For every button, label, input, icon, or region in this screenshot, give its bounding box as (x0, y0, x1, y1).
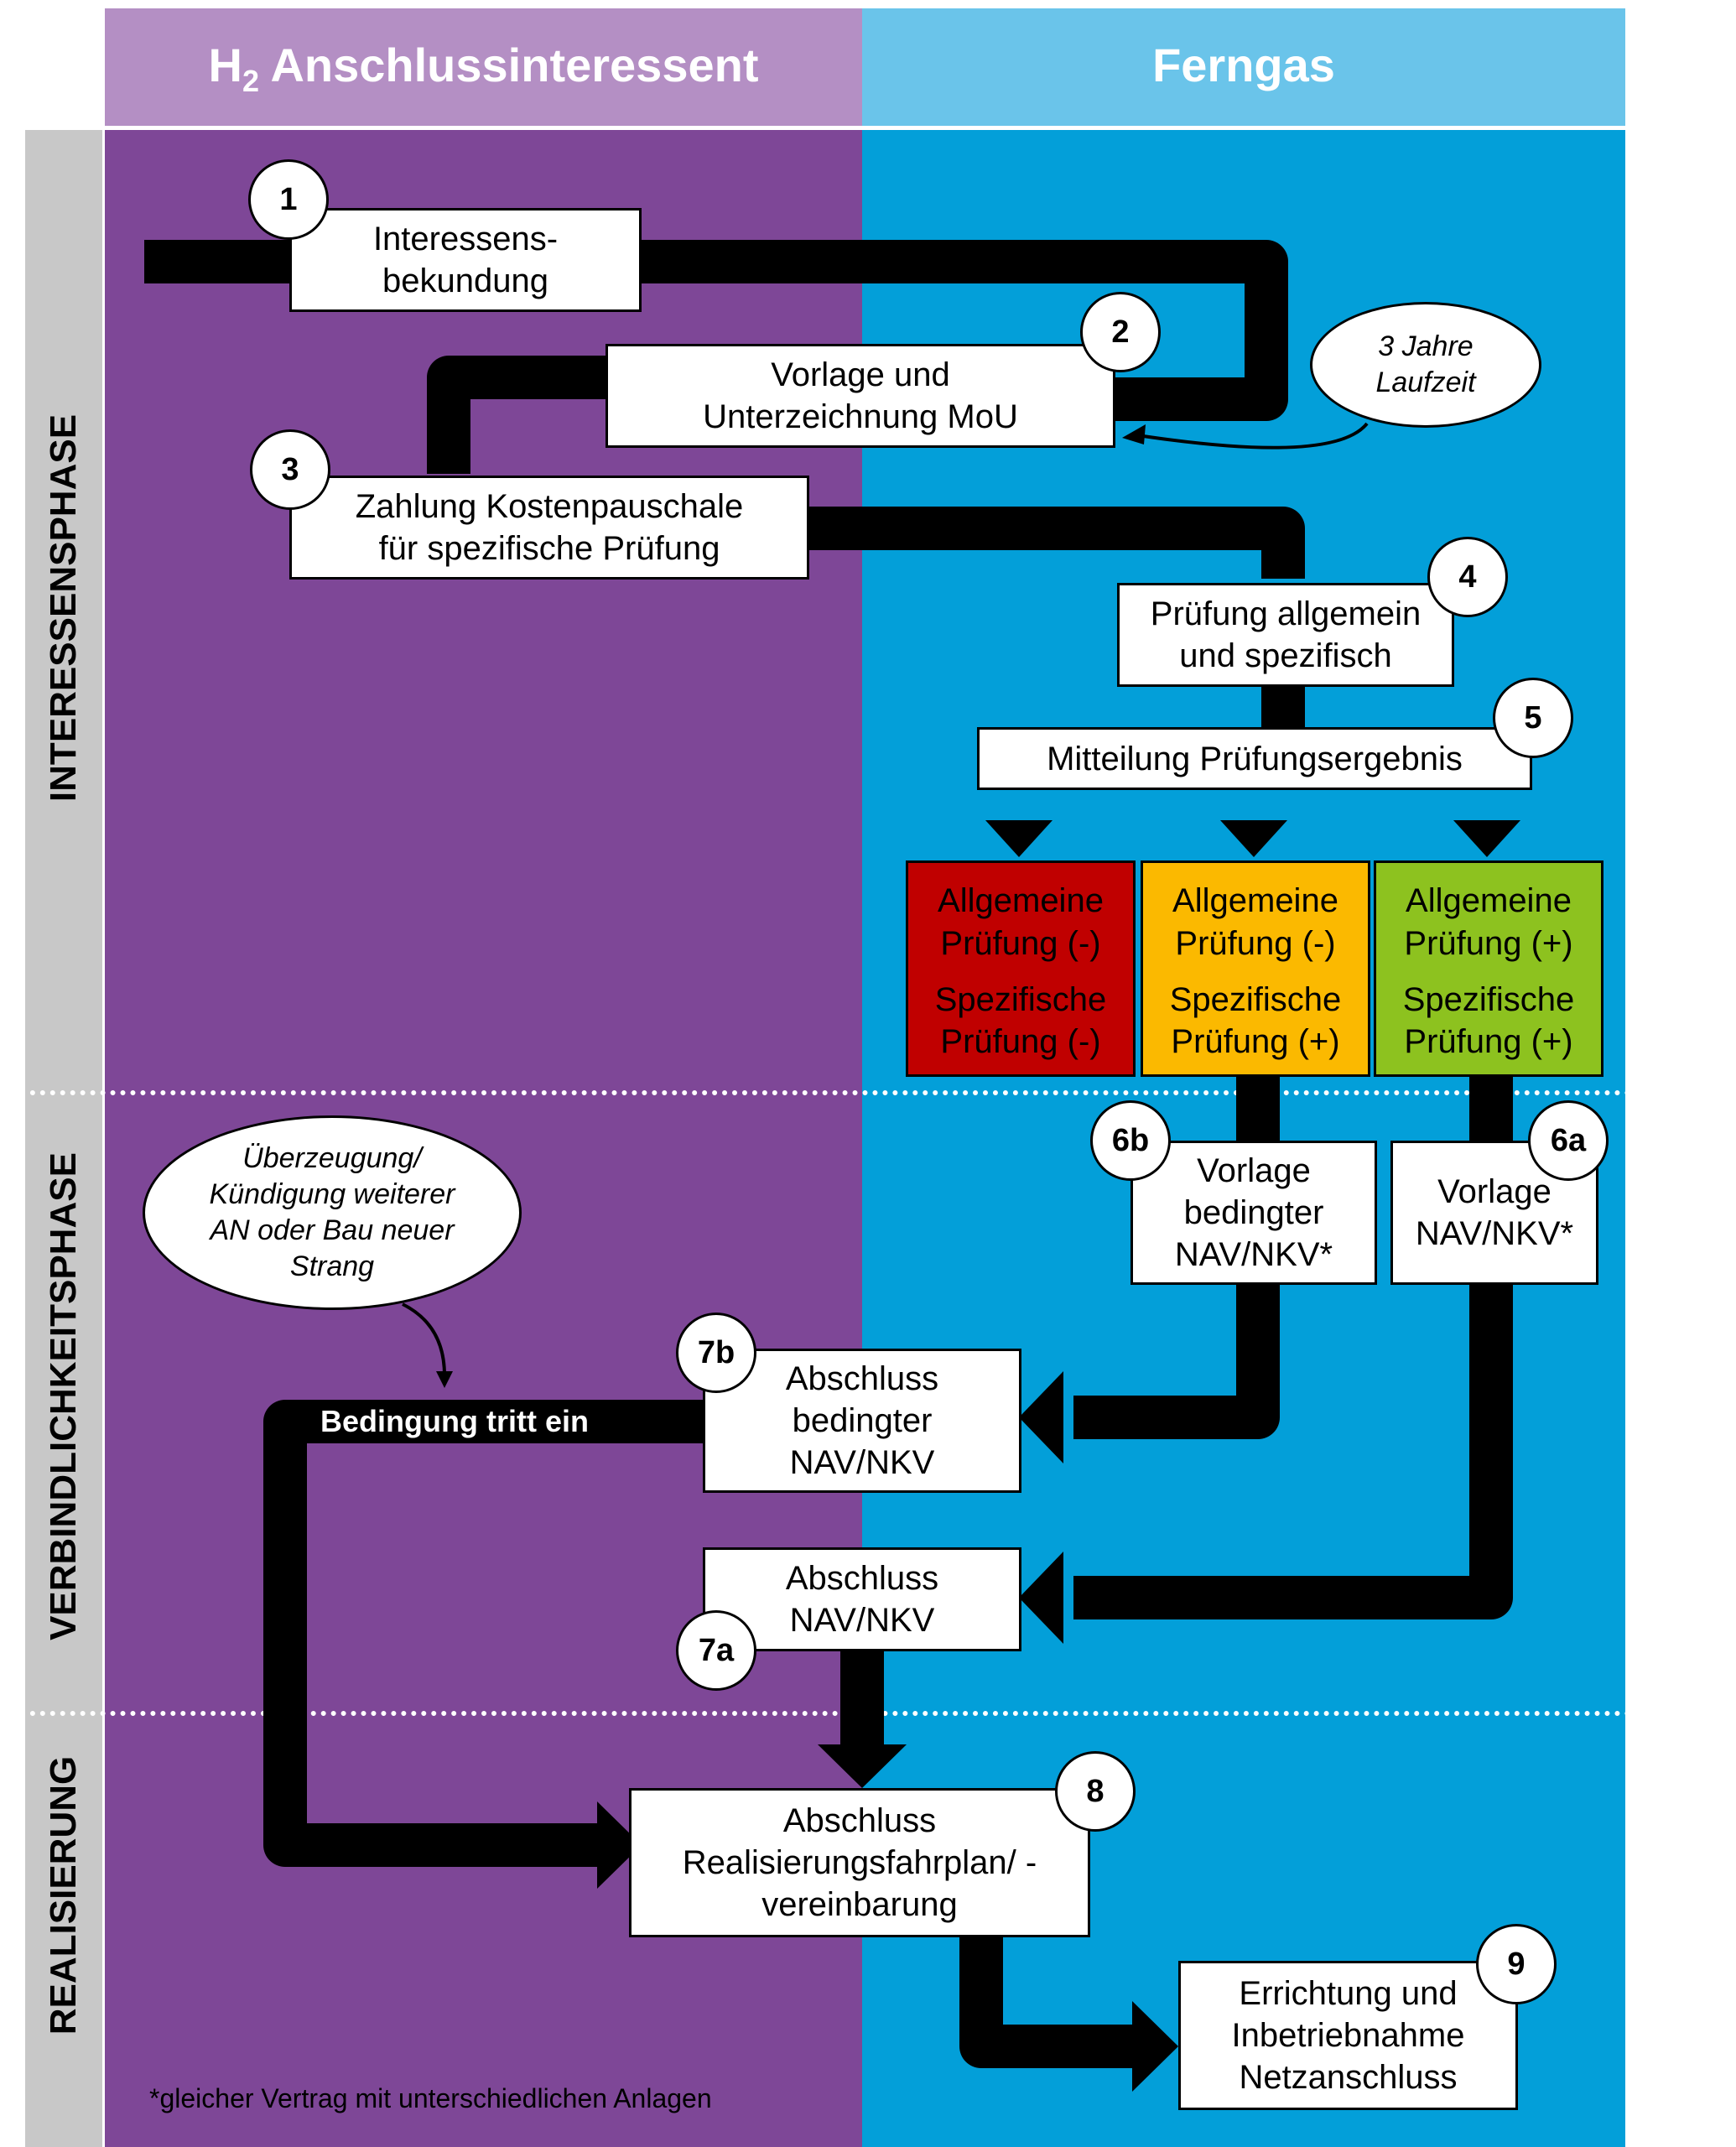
badge-8: 8 (1055, 1751, 1136, 1832)
result-green-line2: Prüfung (+) (1404, 924, 1573, 962)
result-green-line3: Spezifische (1402, 980, 1575, 1018)
result-yellow-line4: Prüfung (+) (1171, 1023, 1340, 1061)
ellipse-laufzeit: 3 Jahre Laufzeit (1310, 302, 1541, 428)
step-6b-box: Vorlage bedingter NAV/NKV* (1130, 1141, 1377, 1285)
badge-4: 4 (1427, 537, 1508, 617)
step-7b-box: Abschluss bedingter NAV/NKV (703, 1349, 1021, 1493)
condition-label: Bedingung tritt ein (320, 1404, 589, 1438)
ellipse-ueberzeugung: Überzeugung/ Kündigung weiterer AN oder … (143, 1115, 522, 1310)
step-8-box: Abschluss Realisierungsfahrplan/ - verei… (629, 1788, 1090, 1937)
badge-6a: 6a (1528, 1100, 1609, 1181)
badge-7a: 7a (676, 1610, 756, 1691)
result-red-line3: Spezifische (934, 980, 1107, 1018)
result-green-line1: Allgemeine (1406, 882, 1572, 919)
result-green: Allgemeine Prüfung (+) Spezifische Prüfu… (1374, 860, 1603, 1077)
badge-7b: 7b (676, 1313, 756, 1393)
step-9-box: Errichtung und Inbetriebnahme Netzanschl… (1178, 1961, 1518, 2110)
phase-divider-2 (0, 1711, 1631, 1716)
result-yellow: Allgemeine Prüfung (-) Spezifische Prüfu… (1141, 860, 1370, 1077)
badge-2: 2 (1080, 292, 1161, 372)
footnote: *gleicher Vertrag mit unterschiedlichen … (149, 2083, 712, 2113)
right-lane-title: Ferngas (1152, 39, 1335, 91)
step-4-box: Prüfung allgemein und spezifisch (1117, 583, 1454, 687)
result-green-line4: Prüfung (+) (1404, 1023, 1573, 1061)
result-red-line4: Prüfung (-) (940, 1023, 1101, 1061)
header-purple (105, 8, 862, 126)
result-yellow-line2: Prüfung (-) (1175, 924, 1336, 962)
step-5-box: Mitteilung Prüfungsergebnis (977, 727, 1532, 790)
badge-5: 5 (1493, 678, 1573, 758)
badge-3: 3 (250, 429, 330, 510)
result-yellow-line1: Allgemeine (1172, 882, 1338, 919)
header-blue (862, 8, 1625, 126)
result-red: Allgemeine Prüfung (-) Spezifische Prüfu… (906, 860, 1136, 1077)
step-1-box: Interessens- bekundung (289, 208, 642, 312)
result-red-line2: Prüfung (-) (940, 924, 1101, 962)
result-yellow-line3: Spezifische (1169, 980, 1342, 1018)
result-red-line1: Allgemeine (938, 882, 1104, 919)
step-7a-box: Abschluss NAV/NKV (703, 1547, 1021, 1651)
step-3-box: Zahlung Kostenpauschale für spezifische … (289, 476, 809, 580)
badge-9: 9 (1476, 1924, 1557, 2004)
left-lane-title: H2 Anschlussinteressent (208, 39, 759, 99)
badge-1: 1 (248, 159, 329, 240)
phase-bar (25, 130, 102, 2147)
step-2-box: Vorlage und Unterzeichnung MoU (606, 344, 1115, 448)
phase-divider-1 (0, 1090, 1631, 1095)
badge-6b: 6b (1090, 1100, 1171, 1181)
